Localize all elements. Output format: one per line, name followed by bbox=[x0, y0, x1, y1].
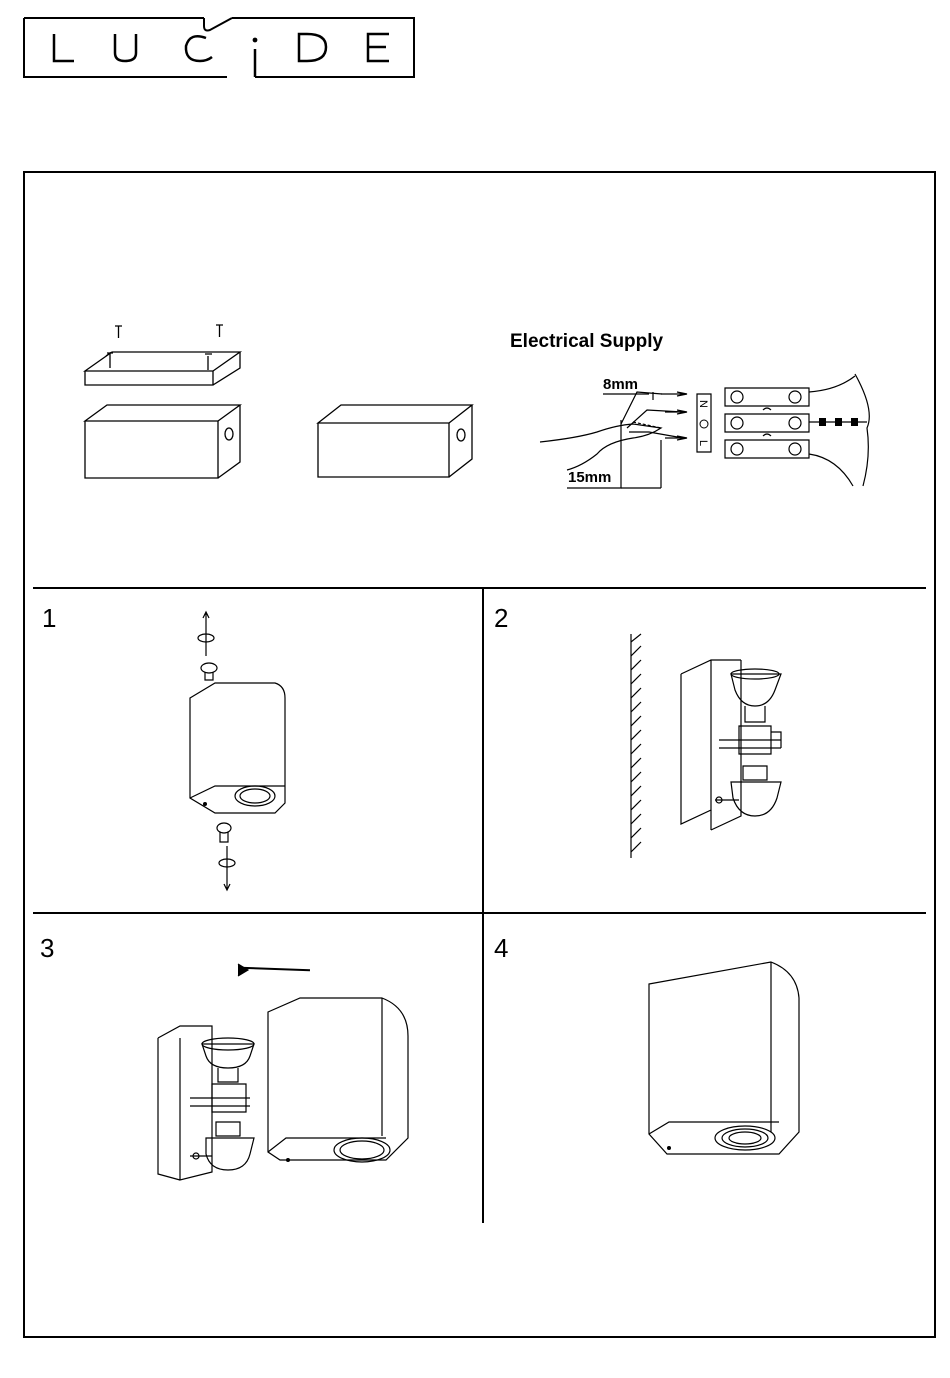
step-4-finished-light-diagram bbox=[643, 958, 803, 1170]
svg-text:L: L bbox=[697, 440, 709, 446]
closed-housing-diagram bbox=[315, 403, 475, 479]
grid-divider-top bbox=[33, 587, 926, 589]
svg-text:N: N bbox=[697, 400, 709, 408]
lucide-logo bbox=[22, 16, 416, 79]
electrical-supply-title: Electrical Supply bbox=[510, 331, 663, 353]
step-2-mount-lamps-diagram bbox=[625, 632, 795, 860]
step-number-2: 2 bbox=[494, 603, 508, 634]
step-number-4: 4 bbox=[494, 933, 508, 964]
grid-divider-middle bbox=[33, 912, 926, 914]
mounting-plate-diagram bbox=[80, 318, 250, 483]
step-1-remove-screws-diagram bbox=[185, 608, 295, 893]
grid-divider-vertical bbox=[482, 588, 484, 1223]
wiring-diagram: N L bbox=[537, 370, 877, 490]
step-number-1: 1 bbox=[42, 603, 56, 634]
step-3-attach-cover-diagram bbox=[150, 960, 420, 1185]
step-number-3: 3 bbox=[40, 933, 54, 964]
